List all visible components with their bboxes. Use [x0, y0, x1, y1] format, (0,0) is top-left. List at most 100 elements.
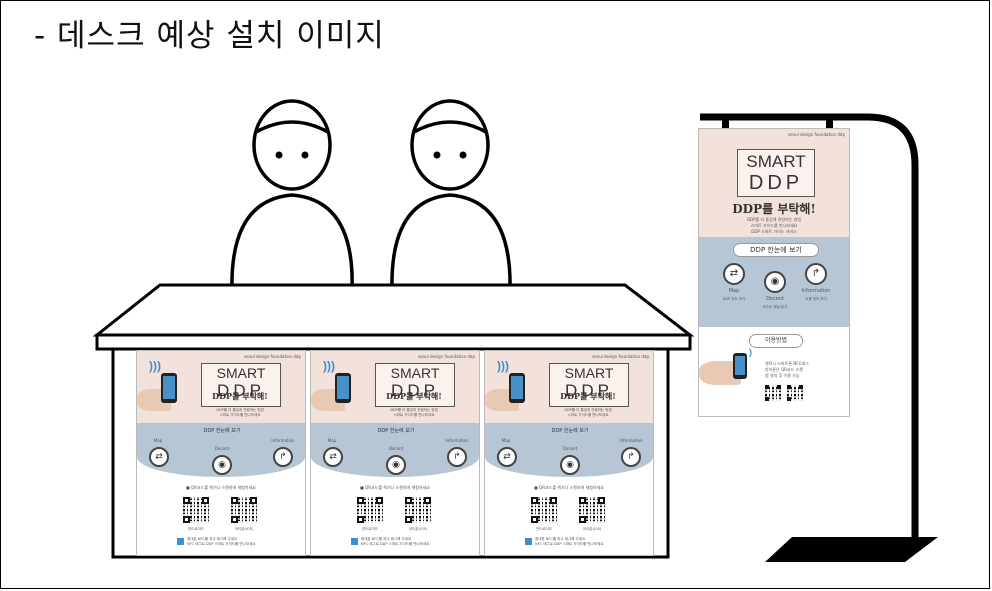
- poster-slogan: DDP를 부탁해!: [386, 391, 442, 401]
- smart-text: SMART: [564, 365, 614, 381]
- map-label: Map: [153, 438, 163, 443]
- desk-poster-1: seoul design foundation ddp ))) SMART DD…: [136, 350, 306, 556]
- phone-icon: [161, 373, 177, 403]
- qr-ios-label: 아이폰(iOS): [234, 527, 254, 531]
- map-icon: ⇄: [149, 447, 169, 467]
- ddp-text: DDP: [565, 381, 613, 400]
- smart-ddp-box: SMART DDP: [201, 363, 281, 407]
- map-icon: ⇄: [497, 447, 517, 467]
- docent-label: Docent: [562, 446, 578, 451]
- poster-intro-1: DDP를 더 즐겁게 관람하는 방법: [216, 408, 264, 412]
- qr-hint: ■ QR코드를 찍거나 스캔하여 체험하세요: [360, 485, 430, 490]
- desk-poster-3: seoul design foundation ddp ))) SMART DD…: [484, 350, 654, 556]
- nfc-line-2: NFC 태그로 DDP 스마트 가이드를 만나보세요: [187, 542, 256, 546]
- person-right: [390, 99, 512, 291]
- ddp-text: DDP: [391, 381, 439, 400]
- nfc-line-1: 휴대폰 NFC를 켜고 태그해 주세요: [361, 537, 412, 541]
- qr-hint: ■ QR코드를 찍거나 스캔하여 체험하세요: [534, 485, 604, 490]
- poster-intro-1: DDP를 더 즐겁게 관람하는 방법: [390, 408, 438, 412]
- docent-desc: 도슨트 해설 듣기: [762, 305, 788, 309]
- how-line-2: 아이폰은 QR코드 스캔: [765, 367, 803, 372]
- poster-slogan: DDP를 부탁해!: [732, 202, 816, 216]
- info-label: Information: [445, 438, 469, 443]
- smart-text: SMART: [216, 365, 266, 381]
- stand: [700, 113, 938, 562]
- qr-code-android: [357, 497, 383, 523]
- how-line-1: 갤럭시 스마트폰 NFC태그: [765, 361, 809, 366]
- qr-code-ios: [579, 497, 605, 523]
- poster-intro-2: 스마트 가이드를 만나보세요: [393, 413, 435, 417]
- info-icon: ↱: [447, 447, 467, 467]
- poster-slogan: DDP를 부탁해!: [212, 391, 268, 401]
- poster-band-label: DDP 한눈에 보기: [733, 243, 819, 257]
- desk-poster-2: seoul design foundation ddp ))) SMART DD…: [310, 350, 480, 556]
- nfc-line-2: NFC 태그로 DDP 스마트 가이드를 만나보세요: [535, 542, 604, 546]
- qr-hint: ■ QR코드를 찍거나 스캔하여 체험하세요: [186, 485, 256, 490]
- nfc-wifi-icon: ): [749, 347, 752, 357]
- poster-brand: seoul design foundation ddp: [592, 354, 649, 359]
- docent-icon: ◉: [764, 271, 786, 293]
- qr-android-label: 안드로이드: [361, 527, 379, 531]
- nfc-wifi-icon: ))): [323, 359, 335, 373]
- poster-band-label: DDP 한눈에 보기: [203, 428, 241, 434]
- poster-intro-2: 스마트 가이드를 만나보세요: [219, 413, 261, 417]
- poster-intro-1: DDP를 더 즐겁게 관람하는 방법: [564, 408, 612, 412]
- nfc-line-1: 휴대폰 NFC를 켜고 태그해 주세요: [187, 537, 238, 541]
- info-desc: 이용 정보 보기: [805, 297, 827, 301]
- docent-icon: ◉: [386, 455, 406, 475]
- poster-brand: seoul design foundation ddp: [788, 132, 845, 137]
- poster-band-label: DDP 한눈에 보기: [377, 428, 415, 434]
- map-label: Map: [728, 288, 740, 294]
- nfc-badge-icon: [177, 538, 184, 545]
- qr-code-ios: [231, 497, 257, 523]
- info-icon: ↱: [621, 447, 641, 467]
- docent-label: Docent: [214, 446, 230, 451]
- figure-title: - 데스크 예상 설치 이미지: [34, 18, 385, 54]
- docent-label: Docent: [766, 296, 784, 302]
- phone-icon: [733, 353, 747, 379]
- info-label: Information: [271, 438, 295, 443]
- poster-intro-3: DDP 스마트 가이드 서비스: [751, 229, 797, 234]
- qr-code-android: [531, 497, 557, 523]
- qr-android-label: 안드로이드: [187, 527, 205, 531]
- qr-ios-label: 아이폰(iOS): [408, 527, 428, 531]
- qr-code-ios: [405, 497, 431, 523]
- docent-label: Docent: [388, 446, 404, 451]
- map-label: Map: [327, 438, 337, 443]
- poster-intro-1: DDP를 더 즐겁게 관람하는 방법: [746, 217, 802, 222]
- nfc-badge-icon: [351, 538, 358, 545]
- qr-android-label: 안드로이드: [535, 527, 553, 531]
- person-left: [230, 99, 354, 291]
- info-icon: ↱: [805, 263, 827, 285]
- nfc-line-1: 휴대폰 NFC를 켜고 태그해 주세요: [535, 537, 586, 541]
- hanging-poster: seoul design foundation ddp SMART DDP DD…: [698, 128, 850, 417]
- smart-text: SMART: [746, 152, 806, 171]
- info-icon: ↱: [273, 447, 293, 467]
- nfc-line-2: NFC 태그로 DDP 스마트 가이드를 만나보세요: [361, 542, 430, 546]
- how-line-3: 앱 설치 후 이용 가능: [765, 373, 800, 378]
- poster-intro-2: 스마트 가이드를 만나보세요: [750, 223, 798, 228]
- qr-ios-label: 아이폰(iOS): [582, 527, 602, 531]
- docent-icon: ◉: [560, 455, 580, 475]
- smart-ddp-box: SMART DDP: [375, 363, 455, 407]
- ddp-text: DDP: [217, 381, 265, 400]
- docent-icon: ◉: [212, 455, 232, 475]
- info-label: Information: [619, 438, 643, 443]
- poster-band-label: DDP 한눈에 보기: [551, 428, 589, 434]
- nfc-wifi-icon: ))): [149, 359, 161, 373]
- qr-code-android: [765, 385, 781, 401]
- smart-ddp-box: SMART DDP: [549, 363, 629, 407]
- nfc-wifi-icon: ))): [497, 359, 509, 373]
- phone-icon: [509, 373, 525, 403]
- poster-slogan: DDP를 부탁해!: [560, 391, 616, 401]
- qr-code-ios: [787, 385, 803, 401]
- nfc-badge-icon: [525, 538, 532, 545]
- smart-text: SMART: [390, 365, 440, 381]
- map-icon: ⇄: [723, 263, 745, 285]
- smart-ddp-box: SMART DDP: [737, 149, 815, 197]
- map-desc: DDP 지도 보기: [722, 297, 746, 301]
- poster-brand: seoul design foundation ddp: [244, 354, 301, 359]
- poster-brand: seoul design foundation ddp: [418, 354, 475, 359]
- how-to-label: 이용방법: [749, 334, 803, 348]
